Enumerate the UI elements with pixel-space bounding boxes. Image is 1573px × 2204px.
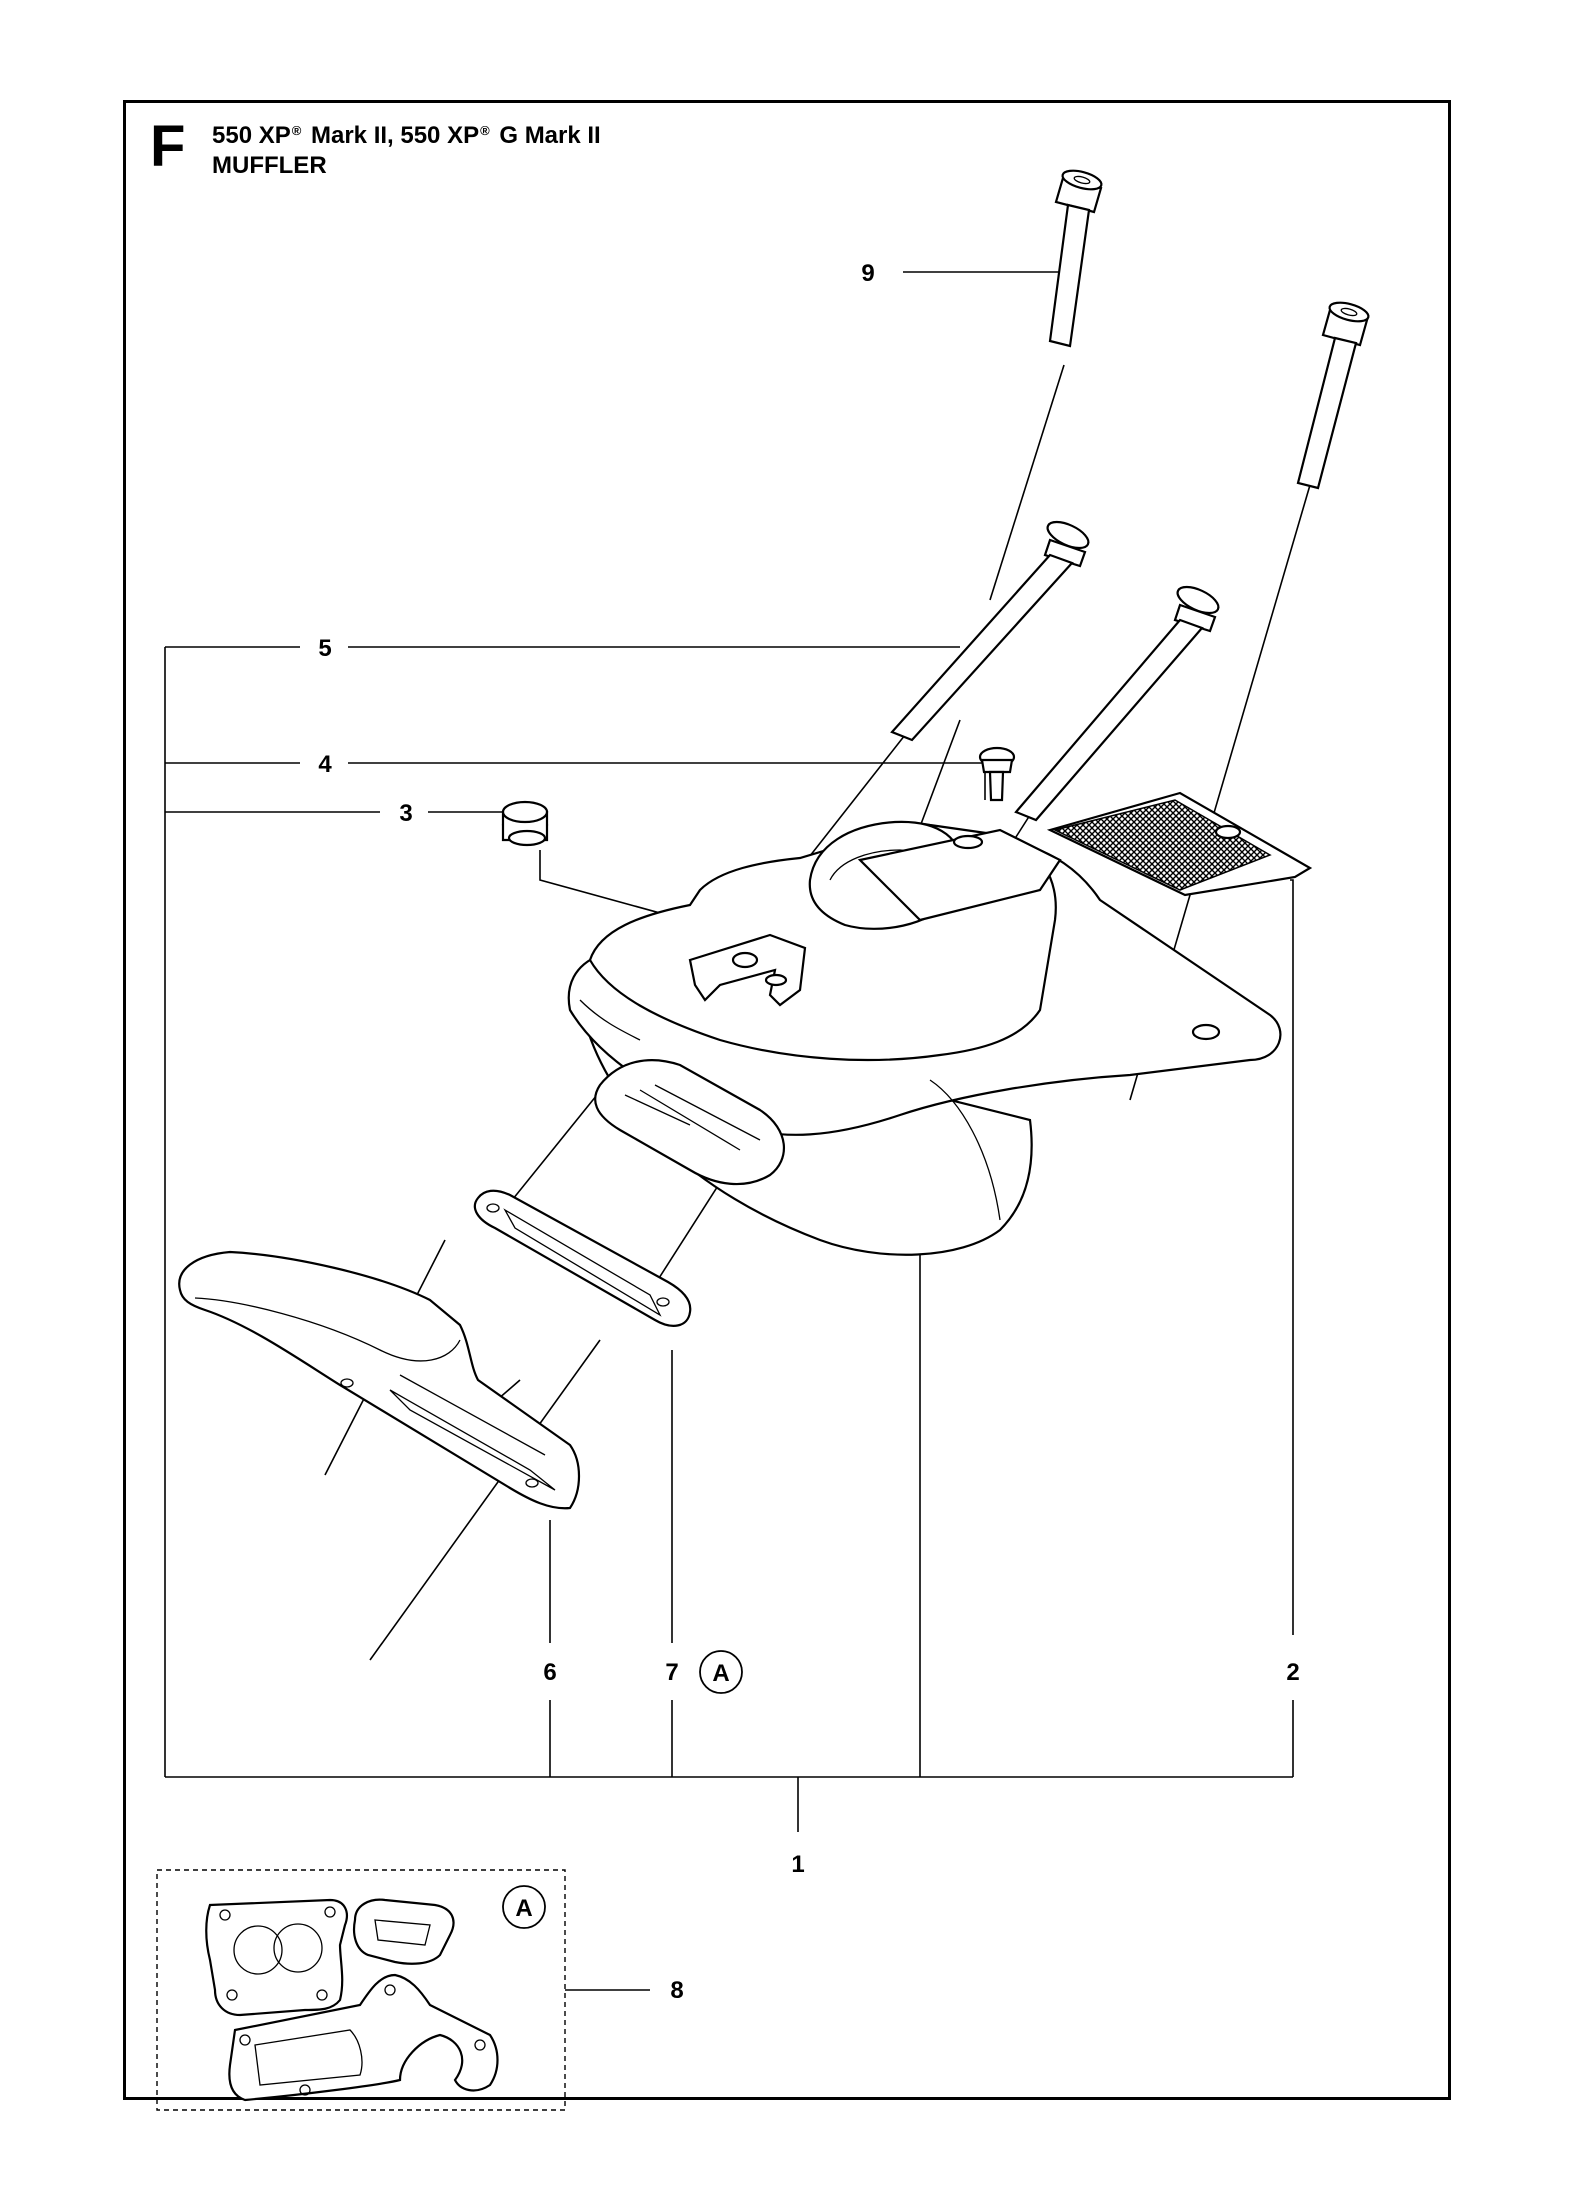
bolt-9-right [1296,301,1370,490]
callout-4: 4 [318,751,332,778]
kit-ref-letter: A [712,1660,729,1687]
callout-8: 8 [670,1977,683,2004]
bolt-5-right [1014,585,1220,822]
section-letter: F [150,114,186,179]
model-name-1-rest: Mark II, 550 XP [304,122,480,149]
registered-mark-1: ® [291,123,302,138]
deflector-6 [178,1250,580,1510]
callout-labels: 9 5 4 3 6 7 2 1 8 [318,260,1299,2004]
callout-7: 7 [665,1659,678,1686]
callout-2: 2 [1286,1659,1299,1686]
gasket-7 [473,1189,692,1327]
page-frame [123,100,1451,2100]
model-name-1: 550 XP [212,122,291,149]
kit-box-ref-letter: A [515,1895,532,1922]
model-name-2-rest: G Mark II [492,122,601,149]
callout-6: 6 [543,1659,556,1686]
muffler-body-1 [567,820,1282,1256]
callout-5: 5 [318,635,331,662]
screw-4 [978,746,1016,802]
bolt-5-left [890,520,1090,742]
spark-screen-2 [1046,791,1313,897]
gasket-kit-8 [156,1869,566,2111]
bolt-9-left [1048,169,1103,348]
callout-3: 3 [399,800,412,827]
diagram-title: 550 XP® Mark II, 550 XP® G Mark II [212,122,601,150]
cap-3 [501,800,549,847]
kit-box-ref-marker: A [502,1885,546,1929]
registered-mark-2: ® [480,123,490,138]
callout-9: 9 [861,260,874,287]
callout-1: 1 [791,1851,804,1878]
diagram-subtitle: MUFFLER [212,152,327,179]
kit-ref-marker: A [699,1650,743,1694]
